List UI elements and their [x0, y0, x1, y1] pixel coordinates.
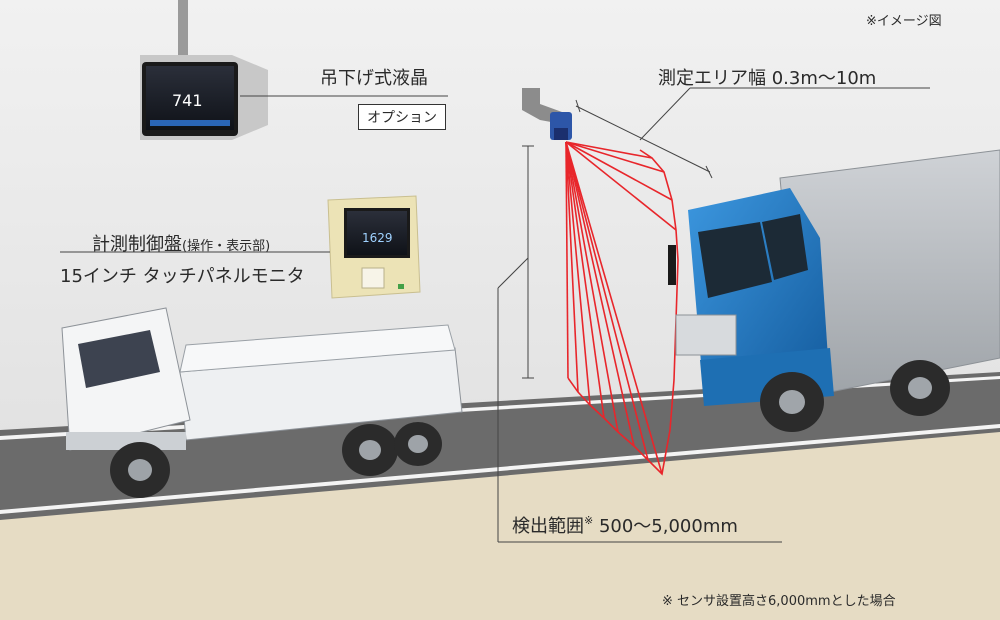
image-note: ※イメージ図 — [866, 14, 942, 29]
flatbed-truck — [61, 307, 463, 498]
leader-lines — [60, 87, 930, 543]
hanging-lcd-unit: 741 — [140, 0, 268, 140]
detection-range-mark: ※ — [584, 514, 594, 527]
laser-sensor — [522, 88, 572, 140]
option-badge: オプション — [358, 104, 446, 130]
footnote: ※ センサ設置高さ6,000mmとした場合 — [662, 594, 896, 609]
control-panel-label: 計測制御盤(操作・表示部) — [92, 230, 270, 256]
road-line-bottom — [0, 424, 1000, 514]
detection-range-title: 検出範囲 — [512, 516, 584, 537]
measurement-width-label: 測定エリア幅 0.3m〜10m — [658, 68, 877, 89]
touch-panel-monitor-label: 15インチ タッチパネルモニタ — [60, 266, 305, 287]
control-panel-screen-value: 1629 — [362, 231, 393, 245]
detection-range-value: 500〜5,000mm — [598, 516, 738, 537]
control-panel-label-sub: (操作・表示部) — [182, 239, 271, 254]
blue-truck — [668, 149, 1000, 432]
control-panel-label-main: 計測制御盤 — [92, 234, 182, 255]
detection-range-label: 検出範囲※ 500〜5,000mm — [512, 512, 738, 538]
hanging-lcd-label: 吊下げ式液晶 — [320, 68, 428, 89]
road — [0, 372, 1000, 520]
laser-fan — [565, 141, 679, 476]
control-panel-unit: 1629 — [327, 195, 421, 299]
hanging-lcd-screen-value: 741 — [172, 91, 203, 110]
